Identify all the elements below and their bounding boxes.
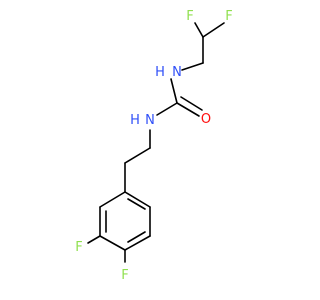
ring-double-2 bbox=[127, 231, 146, 243]
bond-c-n2 bbox=[156, 102, 178, 116]
molecule-drawing: F F N H O N H F F bbox=[75, 9, 232, 283]
atom-n2-h: H bbox=[130, 113, 140, 128]
ring-bond-4 bbox=[99, 235, 126, 251]
atom-n1: N bbox=[172, 65, 182, 80]
ring-double-1 bbox=[127, 198, 146, 210]
atom-labels: F F N H O N H F F bbox=[75, 9, 232, 283]
bond-co-2 bbox=[180, 96, 203, 111]
bond-ch2-ch2 bbox=[124, 147, 151, 164]
atom-f3: F bbox=[75, 240, 82, 255]
bond-n1-c bbox=[170, 78, 178, 104]
atom-f4: F bbox=[121, 268, 128, 283]
atom-f2: F bbox=[225, 9, 232, 24]
bond-ch2-n1 bbox=[181, 62, 204, 71]
bond-ring-f3 bbox=[87, 235, 101, 244]
ring-bond-6 bbox=[99, 191, 126, 208]
atom-n1-h: H bbox=[155, 65, 165, 80]
structure-canvas: F F N H O N H F F bbox=[75, 9, 233, 283]
bond-c-f2 bbox=[202, 22, 225, 38]
ring-bond-3 bbox=[124, 235, 151, 251]
ring-bond-1 bbox=[124, 191, 151, 208]
bond-co-1 bbox=[176, 102, 200, 117]
bond-f1-c bbox=[194, 22, 204, 38]
atom-n2: N bbox=[145, 113, 155, 128]
bonds bbox=[87, 22, 225, 263]
atom-f1: F bbox=[186, 9, 193, 24]
atom-o1: O bbox=[201, 112, 211, 127]
